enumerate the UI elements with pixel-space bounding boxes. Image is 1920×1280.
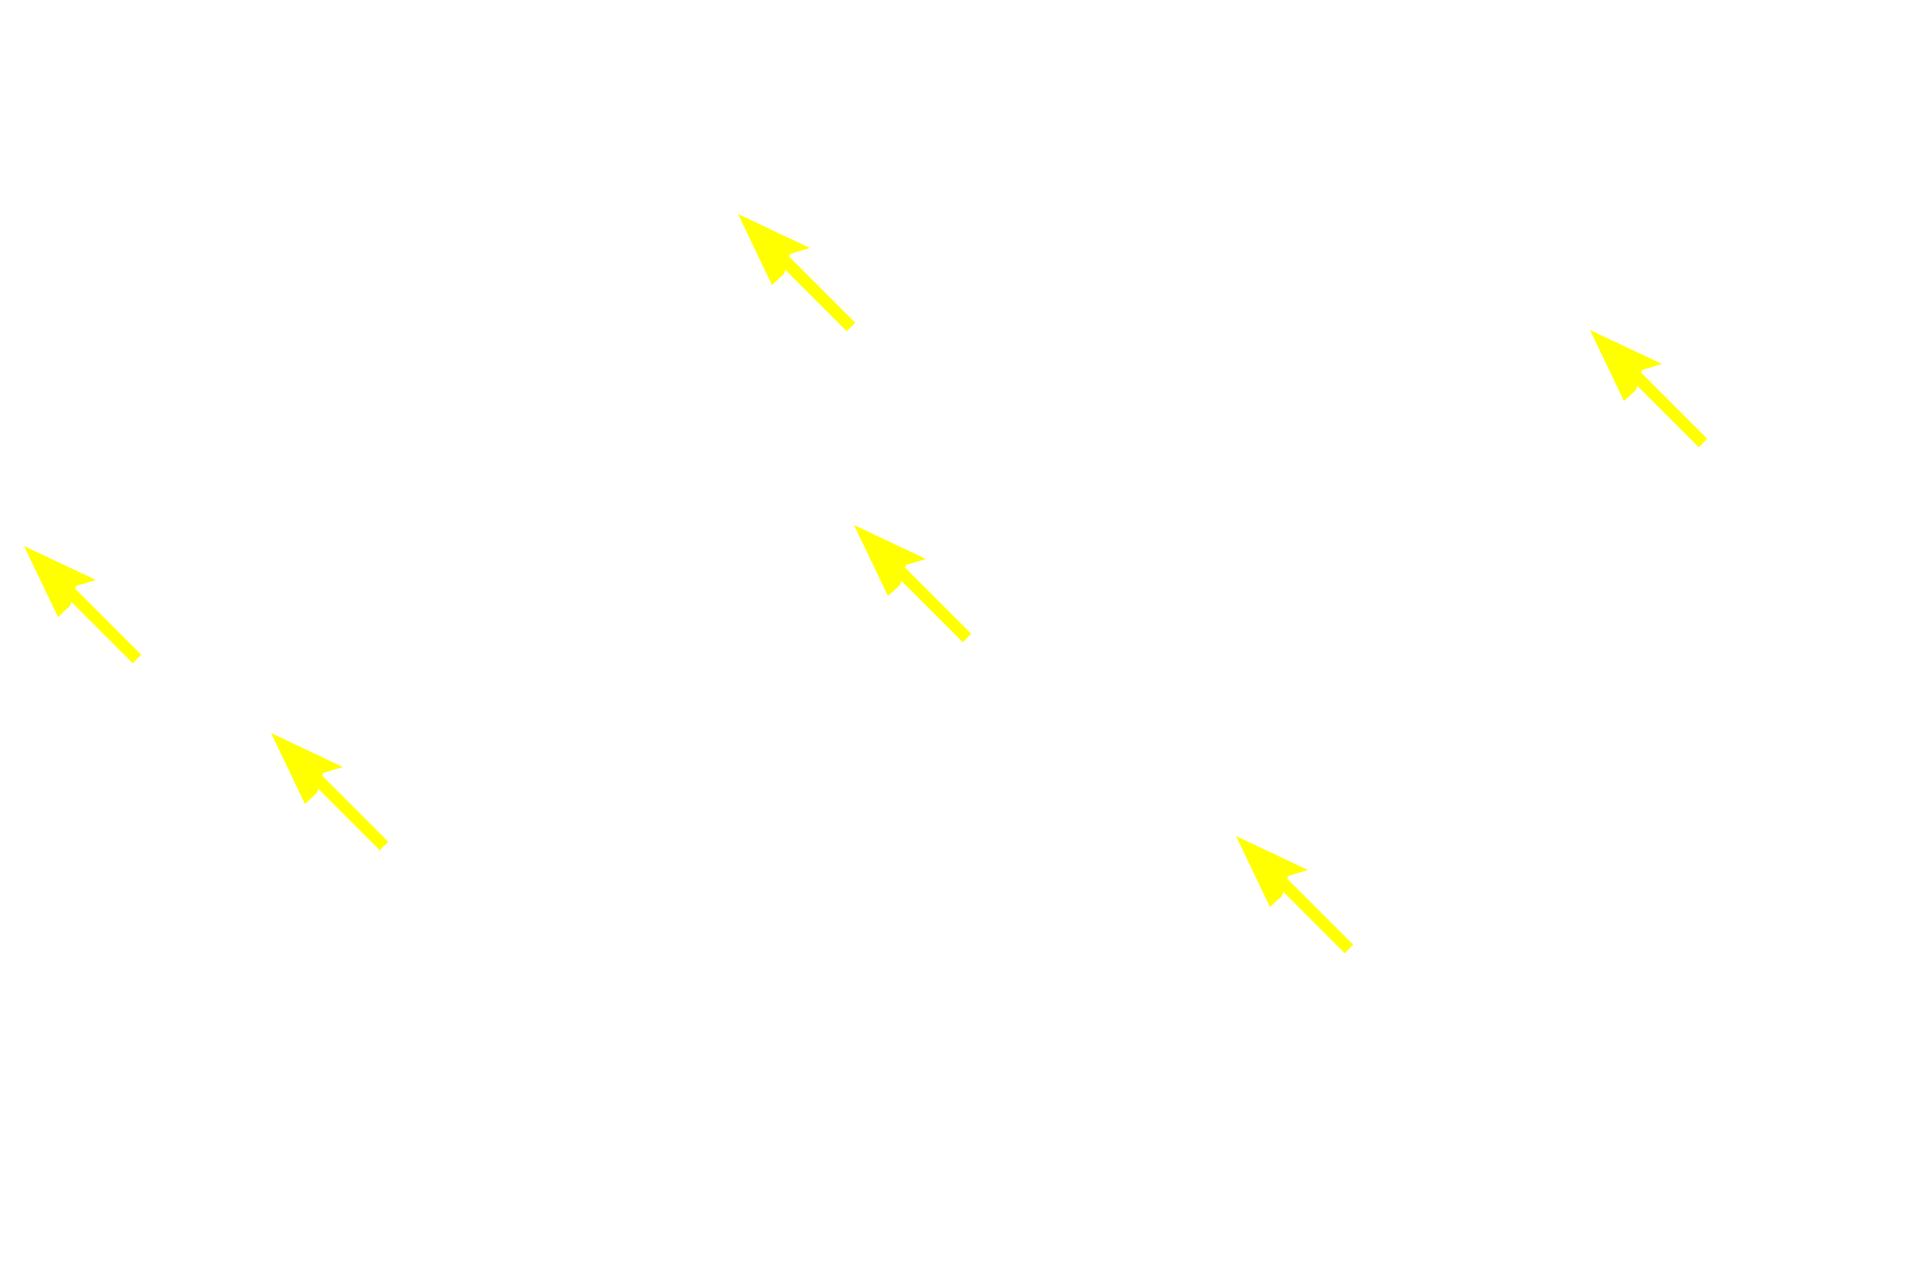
arrow-head bbox=[1236, 836, 1308, 907]
arrow-up-left-icon bbox=[1236, 836, 1354, 954]
arrow-head bbox=[854, 525, 926, 596]
arrow-up-left-icon bbox=[738, 214, 856, 332]
arrow-up-left-icon bbox=[24, 546, 142, 664]
arrow-head bbox=[1590, 330, 1662, 401]
arrow-up-left-icon bbox=[854, 525, 972, 643]
arrow-head bbox=[271, 733, 343, 804]
arrow-head bbox=[738, 214, 810, 285]
arrow-head bbox=[24, 546, 96, 617]
arrow-up-left-icon bbox=[1590, 330, 1708, 448]
arrow-up-left-icon bbox=[271, 733, 389, 851]
